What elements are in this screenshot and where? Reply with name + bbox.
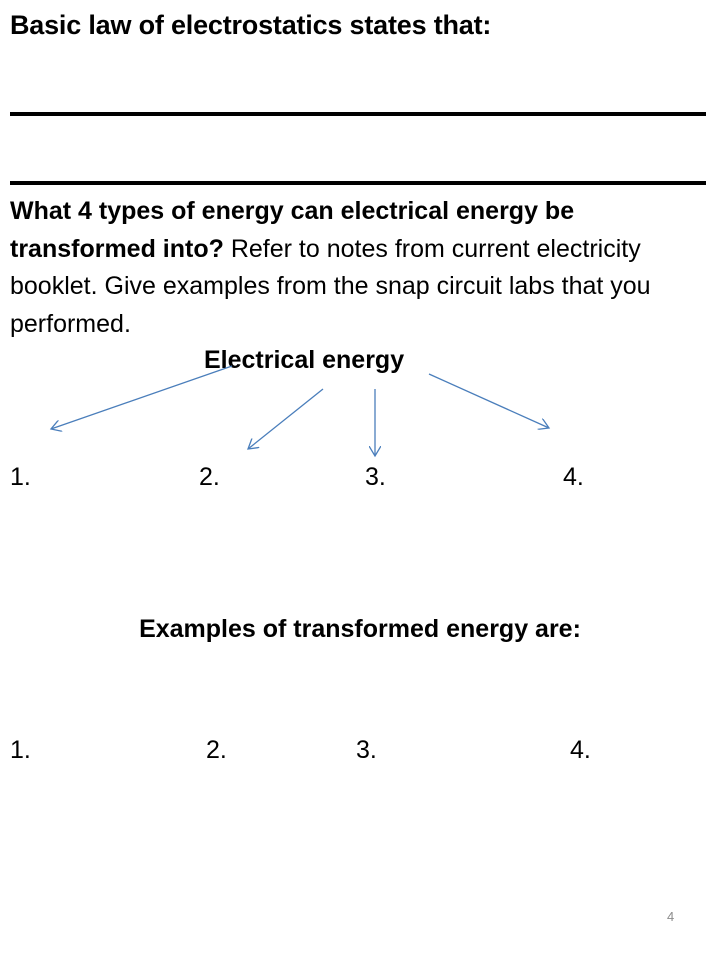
question-instructions: Refer to notes from current electricity … [10,234,651,338]
page-number: 4 [667,909,675,924]
question-bold: What 4 types of energy can electrical en… [10,197,575,263]
example-4: 4. [570,736,591,764]
arrow-4 [428,373,549,428]
examples-heading: Examples of transformed energy are: [139,615,581,643]
electrical-energy-label: Electrical energy [204,346,405,374]
example-2: 2. [206,736,227,764]
energy-type-4: 4. [563,463,584,491]
worksheet-heading: Basic law of electrostatics states that: [10,10,492,40]
energy-type-2: 2. [199,463,220,491]
answer-blank-line-1 [10,112,706,116]
arrow-1 [51,365,233,429]
example-3: 3. [356,736,377,764]
question-text: What 4 types of energy can electrical en… [10,193,710,343]
example-1: 1. [10,736,31,764]
arrow-2 [248,388,324,449]
energy-type-3: 3. [365,463,386,491]
energy-type-1: 1. [10,463,31,491]
answer-blank-line-2 [10,181,706,185]
